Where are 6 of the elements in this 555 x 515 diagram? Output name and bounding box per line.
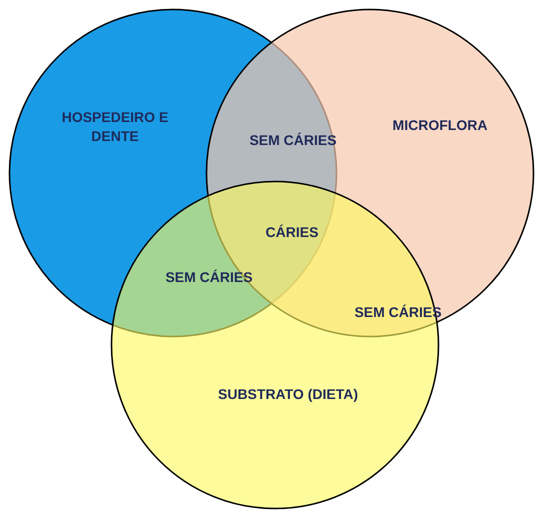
set-label: MICROFLORA: [392, 116, 488, 135]
set-label: SUBSTRATO (DIETA): [218, 385, 358, 404]
overlap-label: CÁRIES: [266, 224, 318, 240]
overlap-label: SEM CÁRIES: [165, 269, 253, 285]
overlap-label: SEM CÁRIES: [249, 132, 337, 148]
set-label: HOSPEDEIRO E DENTE: [60, 108, 170, 146]
